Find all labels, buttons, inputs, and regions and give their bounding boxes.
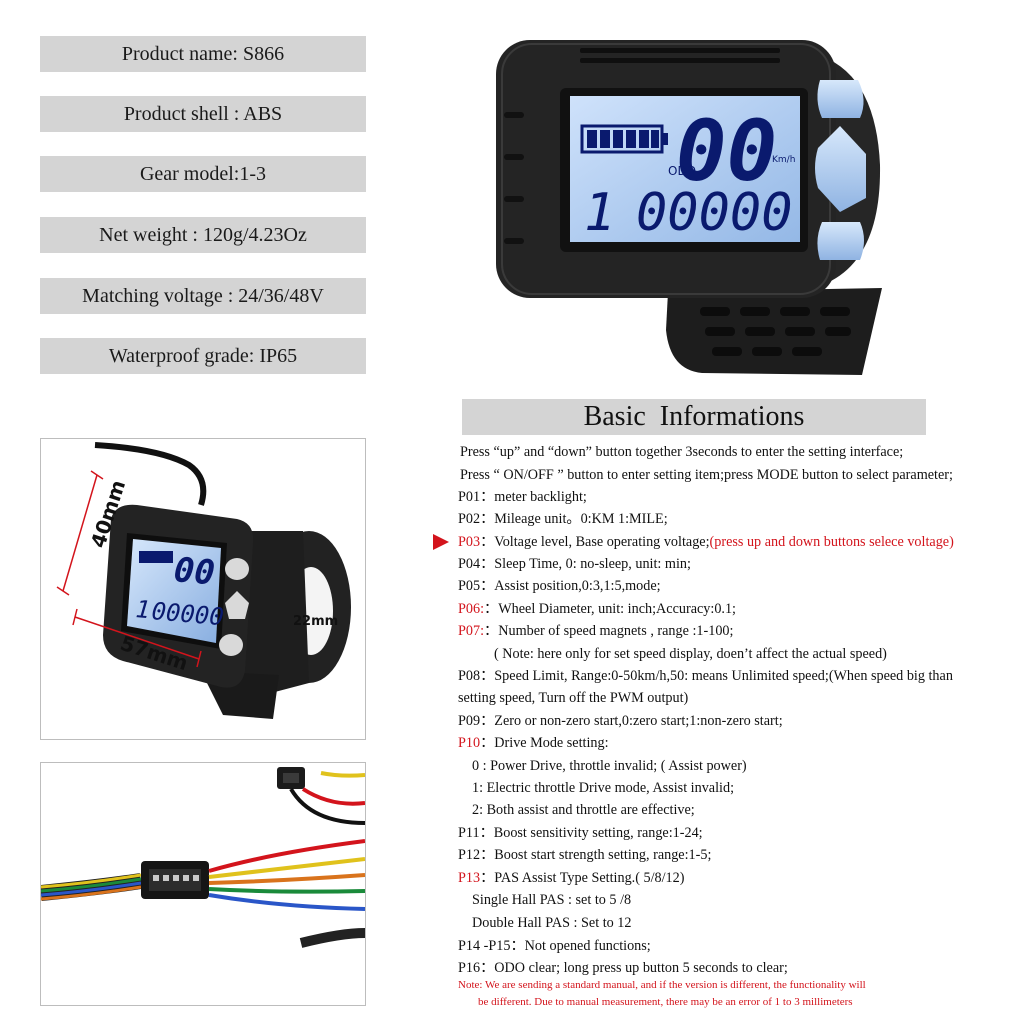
svg-text:1: 1 xyxy=(584,183,615,243)
svg-text:00000: 00000 xyxy=(150,597,224,631)
spec-product-shell: Product shell : ABS xyxy=(40,96,366,132)
param-p07-note: ( Note: here only for set speed display,… xyxy=(494,646,887,662)
svg-text:Km/h: Km/h xyxy=(772,155,795,165)
svg-text:1: 1 xyxy=(134,595,151,624)
spec-product-name: Product name: S866 xyxy=(40,36,366,72)
instruction-line: Press “up” and “down” button together 3s… xyxy=(460,444,904,460)
section-title: Basic Informations xyxy=(462,399,926,435)
svg-text:22mm: 22mm xyxy=(293,614,338,629)
param-p08-cont: setting speed, Turn off the PWM output) xyxy=(458,690,689,706)
param-p10-option: 2: Both assist and throttle are effectiv… xyxy=(472,802,695,818)
param-p06: P06:：Wheel Diameter, unit: inch;Accuracy… xyxy=(458,601,736,617)
param-p10-option: 1: Electric throttle Drive mode, Assist … xyxy=(472,780,735,796)
spec-matching-voltage: Matching voltage : 24/36/48V xyxy=(40,278,366,314)
disclaimer-note: be different. Due to manual measurement,… xyxy=(478,996,853,1008)
param-p16: P16：ODO clear; long press up button 5 se… xyxy=(458,960,788,976)
svg-text:00: 00 xyxy=(676,102,777,200)
param-p13: P13：PAS Assist Type Setting.( 5/8/12) xyxy=(458,870,685,886)
param-p03: P03：Voltage level, Base operating voltag… xyxy=(458,534,954,550)
param-p12: P12：Boost start strength setting, range:… xyxy=(458,847,712,863)
param-p09: P09：Zero or non-zero start,0:zero start;… xyxy=(458,713,783,729)
spec-waterproof-grade: Waterproof grade: IP65 xyxy=(40,338,366,374)
dimension-photo: 00 1 00000 40mm 57mm 22mm xyxy=(40,438,366,740)
spec-net-weight: Net weight : 120g/4.23Oz xyxy=(40,217,366,253)
param-p08: P08：Speed Limit, Range:0-50km/h,50: mean… xyxy=(458,668,953,684)
param-p13-option: Single Hall PAS : set to 5 /8 xyxy=(472,892,632,908)
param-p05: P05：Assist position,0:3,1:5,mode; xyxy=(458,578,661,594)
param-p01: P01：meter backlight; xyxy=(458,489,587,505)
param-p02: P02：Mileage unit。0:KM 1:MILE; xyxy=(458,511,668,527)
arrow-marker-icon xyxy=(433,534,449,550)
svg-text:00000: 00000 xyxy=(636,183,793,243)
instruction-line: Press “ ON/OFF ” button to enter setting… xyxy=(460,467,953,483)
param-p13-option: Double Hall PAS : Set to 12 xyxy=(472,915,632,931)
wiring-photo xyxy=(40,762,366,1006)
param-p07: P07:：Number of speed magnets , range :1-… xyxy=(458,623,734,639)
svg-text:00: 00 xyxy=(172,550,216,593)
param-p10-option: 0 : Power Drive, throttle invalid; ( Ass… xyxy=(472,758,747,774)
param-p04: P04：Sleep Time, 0: no-sleep, unit: min; xyxy=(458,556,691,572)
spec-gear-model: Gear model:1-3 xyxy=(40,156,366,192)
product-photo-display: 00 Km/h ODO 1 00000 xyxy=(496,40,882,375)
disclaimer-note: Note: We are sending a standard manual, … xyxy=(458,979,866,991)
param-p10: P10：Drive Mode setting: xyxy=(458,735,609,751)
svg-text:ODO: ODO xyxy=(668,164,696,178)
param-p14-p15: P14 -P15：Not opened functions; xyxy=(458,938,651,954)
param-p11: P11：Boost sensitivity setting, range:1-2… xyxy=(458,825,703,841)
